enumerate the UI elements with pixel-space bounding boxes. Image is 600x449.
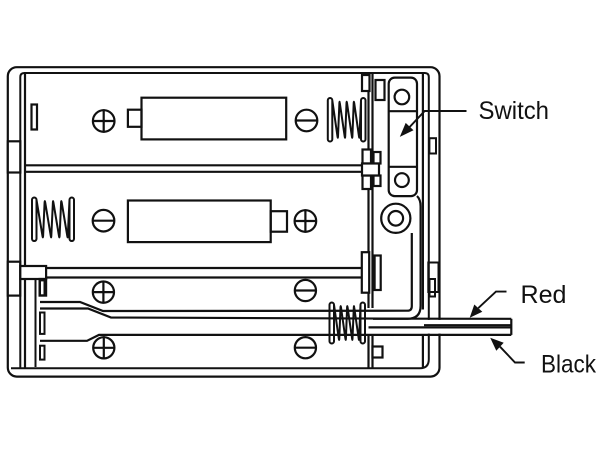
svg-text:Red: Red [521,281,567,309]
svg-text:Switch: Switch [479,97,550,125]
svg-text:Black: Black [541,351,596,379]
